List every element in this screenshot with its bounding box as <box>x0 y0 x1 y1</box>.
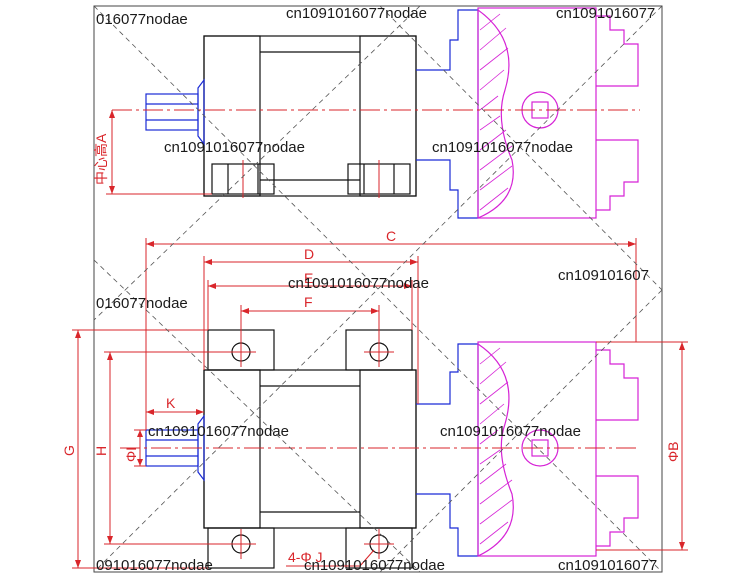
label-dim-phi-b: ΦB <box>665 441 681 462</box>
watermark: 016077nodae <box>96 295 188 312</box>
label-dim-phi-i: ΦI <box>123 447 139 462</box>
flange-top <box>416 9 479 219</box>
dimensions: C D E F K G <box>61 228 688 569</box>
watermark-texts: 016077nodae cn1091016077nodae cn10910160… <box>96 5 657 574</box>
label-dim-h: H <box>93 446 109 456</box>
watermark: 016077nodae <box>96 11 188 28</box>
watermark: cn1091016077nodae <box>148 423 289 440</box>
label-dim-c: C <box>386 228 396 244</box>
label-dim-d: D <box>304 246 314 262</box>
housing-bottom <box>477 341 597 557</box>
watermark-lines <box>93 5 663 573</box>
label-dim-e: E <box>304 270 313 286</box>
label-dim-g: G <box>61 445 77 456</box>
watermark: 091016077nodae <box>96 557 213 574</box>
motor-body-bottom <box>203 369 417 529</box>
watermark: cn1091016077nodae <box>164 139 305 156</box>
watermark: cn1091016077nodae <box>440 423 581 440</box>
watermark: cn1091016077 <box>558 557 657 574</box>
bottom-view <box>120 329 640 569</box>
housing-top <box>477 7 597 219</box>
watermark: cn1091016077nodae <box>288 275 429 292</box>
motor-body-top <box>203 35 417 197</box>
watermark: cn1091016077nodae <box>432 139 573 156</box>
flange-bottom <box>416 343 479 557</box>
top-view: 中心高A <box>93 7 640 219</box>
watermark: cn1091016077nodae <box>304 557 445 574</box>
label-holes: 4-Φ J <box>288 549 323 565</box>
watermark: cn1091016077 <box>556 5 655 22</box>
watermark: cn1091016077nodae <box>286 5 427 22</box>
drawing-frame <box>93 5 663 573</box>
watermark: cn109101607 <box>558 267 649 284</box>
label-dim-f: F <box>304 294 313 310</box>
shaft-top <box>145 93 199 131</box>
label-dim-k: K <box>166 395 176 411</box>
label-center-height: 中心高A <box>93 133 109 185</box>
